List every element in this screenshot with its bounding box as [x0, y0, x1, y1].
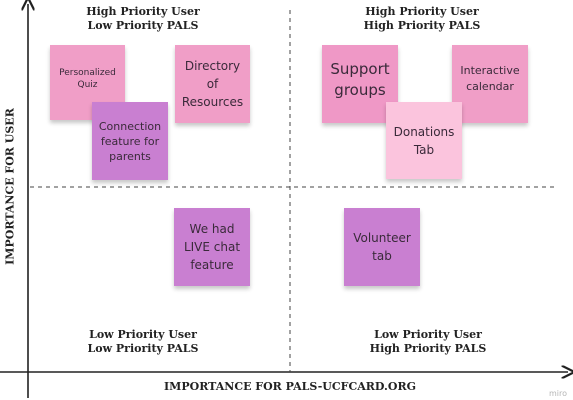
sticky-note-connection-feature[interactable]: Connection feature for parents [92, 102, 168, 180]
quadrant-label-line: High Priority PALS [369, 342, 487, 355]
sticky-note-text: Interactive calendar [460, 64, 520, 93]
quadrant-label-bottom-left: Low Priority User Low Priority PALS [43, 328, 243, 356]
sticky-note-text: We had LIVE chat feature [183, 222, 241, 272]
sticky-note-donations-tab[interactable]: Donations Tab [386, 102, 462, 179]
quadrant-label-line: Low Priority PALS [87, 19, 199, 32]
sticky-note-directory-resources[interactable]: Directory of Resources [175, 45, 250, 123]
miro-watermark: miro [548, 389, 567, 398]
sticky-note-text: Volunteer tab [353, 231, 411, 263]
sticky-note-text: Donations Tab [393, 124, 455, 157]
sticky-note-personalized-quiz[interactable]: Personalized Quiz [50, 45, 125, 120]
quadrant-label-bottom-right: Low Priority User High Priority PALS [328, 328, 528, 356]
quadrant-label-top-left: High Priority User Low Priority PALS [43, 5, 243, 33]
quadrant-label-line: Low Priority User [374, 328, 482, 341]
sticky-note-text: Support groups [330, 60, 390, 99]
y-axis-title: IMPORTANCE FOR USER [3, 108, 17, 265]
quadrant-label-line: Low Priority User [89, 328, 197, 341]
sticky-note-support-groups[interactable]: Support groups [322, 45, 398, 123]
sticky-note-interactive-calendar[interactable]: Interactive calendar [452, 45, 528, 123]
sticky-note-live-chat[interactable]: We had LIVE chat feature [174, 208, 250, 286]
quadrant-label-line: High Priority PALS [363, 19, 481, 32]
sticky-note-text: Connection feature for parents [98, 119, 162, 163]
x-axis-title: IMPORTANCE FOR PALS-UCFCARD.ORG [164, 380, 416, 393]
sticky-note-text: Directory of Resources [181, 59, 244, 109]
quadrant-label-top-right: High Priority User High Priority PALS [322, 5, 522, 33]
quadrant-label-line: High Priority User [365, 5, 479, 18]
quadrant-label-line: Low Priority PALS [87, 342, 199, 355]
sticky-note-text: Personalized Quiz [59, 68, 116, 90]
quadrant-label-line: High Priority User [86, 5, 200, 18]
sticky-note-volunteer-tab[interactable]: Volunteer tab [344, 208, 420, 286]
